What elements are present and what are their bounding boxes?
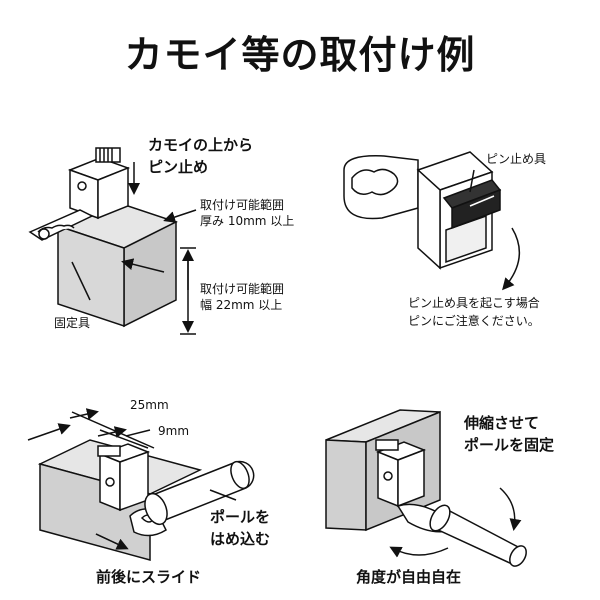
panel2-illustration <box>343 151 521 291</box>
extend-label-line1: 伸縮させて <box>464 414 540 432</box>
thickness-range-line1: 取付け可能範囲 <box>200 198 285 212</box>
insert-pole-label-line2: はめ込む <box>210 530 271 548</box>
slide-label: 前後にスライド <box>96 568 202 586</box>
caution-line2: ピンにご注意ください。 <box>408 314 540 328</box>
pin-from-top-label-line1: カモイの上から <box>148 136 254 154</box>
dimension-25mm: 25mm <box>130 398 169 412</box>
dimension-9mm: 9mm <box>158 424 190 438</box>
extend-label-line2: ポールを固定 <box>464 436 555 454</box>
pin-tool-label: ピン止め具 <box>486 152 547 166</box>
pin-from-top-label-line2: ピン止め <box>148 158 209 176</box>
panel4-illustration <box>325 409 527 567</box>
kamoi-block <box>56 199 178 328</box>
page-title: カモイ等の取付け例 <box>124 33 476 77</box>
fixture-label: 固定具 <box>54 316 91 330</box>
panel1-illustration <box>28 147 197 335</box>
width-range-line1: 取付け可能範囲 <box>200 282 285 296</box>
angle-label: 角度が自由自在 <box>356 568 462 586</box>
caution-line1: ピン止め具を起こす場合 <box>408 296 540 310</box>
insert-pole-label-line1: ポールを <box>210 508 271 526</box>
bracket-fixture <box>28 147 131 241</box>
thickness-range-line2: 厚み 10mm 以上 <box>200 214 295 228</box>
width-range-line2: 幅 22mm 以上 <box>200 298 283 312</box>
panel3-illustration <box>27 408 255 561</box>
